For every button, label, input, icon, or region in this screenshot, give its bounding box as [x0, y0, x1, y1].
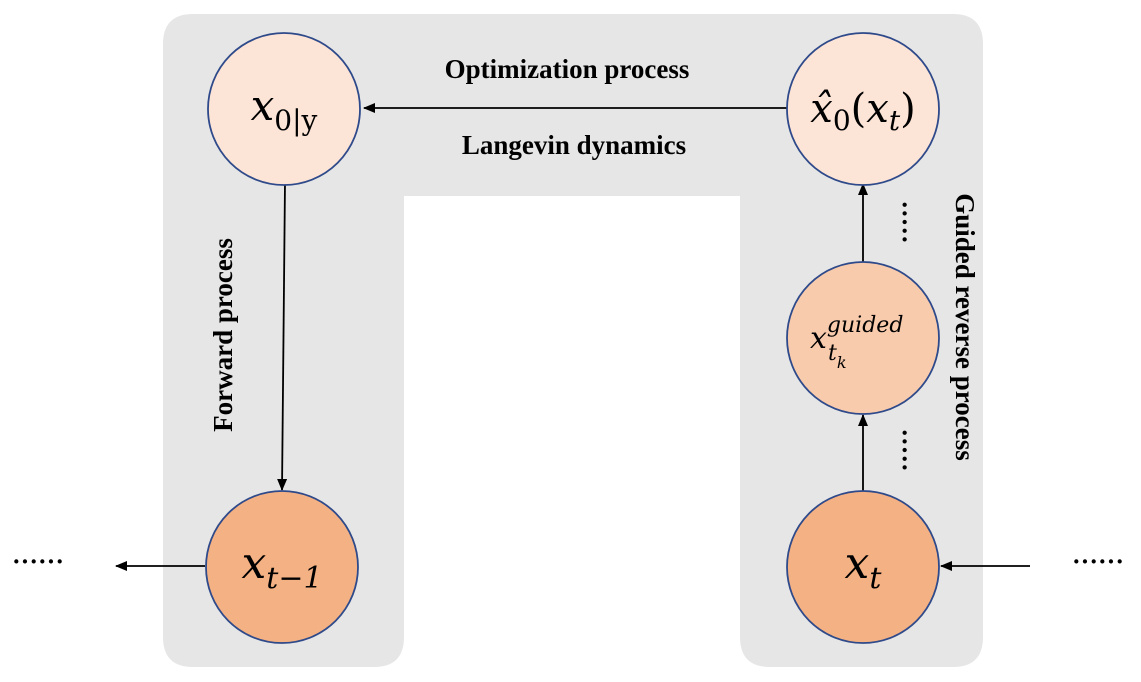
node-xt	[786, 490, 940, 644]
node-x-guided	[786, 261, 940, 415]
ellipsis-far-left: ······	[12, 547, 64, 576]
process-panel	[163, 14, 983, 667]
label-xt-minus-1: xt−1	[241, 538, 322, 596]
label-x-guided-sub: tk	[828, 341, 847, 372]
label-x-guided: xguided	[810, 313, 903, 356]
label-guided-reverse-process: Guided reverse process	[950, 193, 980, 460]
label-x0-given-y: x0|y	[251, 81, 318, 137]
ellipsis-right-upper: ·····	[890, 200, 919, 243]
label-langevin-dynamics: Langevin dynamics	[462, 130, 686, 160]
arrow-forward	[277, 181, 288, 491]
label-optimization-process: Optimization process	[445, 54, 690, 84]
ellipsis-right-lower: ·····	[890, 428, 919, 471]
node-x0-given-y	[207, 32, 361, 186]
label-x0-hat: x̂0(xt)	[810, 86, 915, 137]
ellipsis-far-right: ······	[1072, 547, 1124, 576]
label-forward-process: Forward process	[208, 238, 238, 432]
label-xt: xt	[845, 538, 883, 596]
node-xt-minus-1	[205, 490, 359, 644]
node-x0-hat	[786, 32, 940, 186]
